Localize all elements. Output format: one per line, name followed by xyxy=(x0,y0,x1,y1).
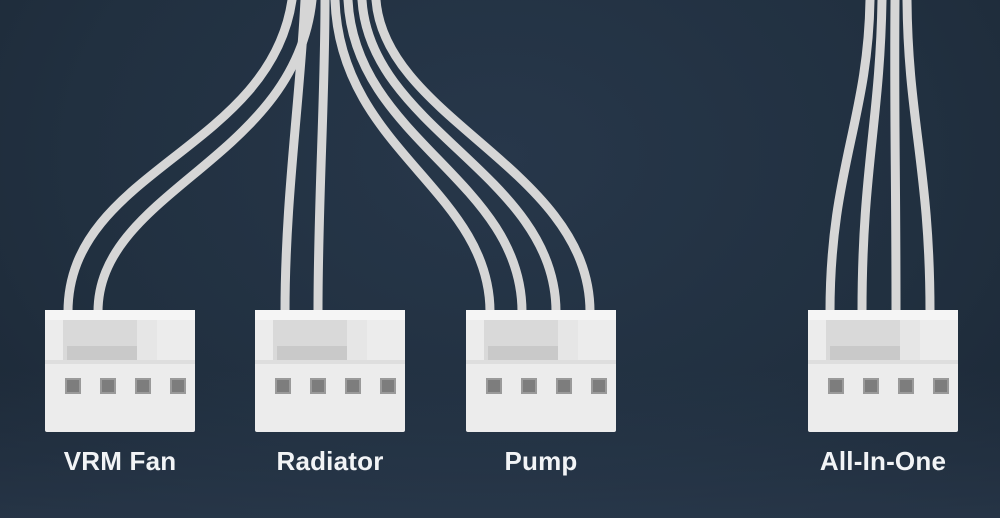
label-radiator: Radiator xyxy=(276,446,384,476)
wire xyxy=(825,0,875,317)
wire xyxy=(63,0,297,317)
connector-housing xyxy=(466,310,616,432)
wire xyxy=(330,0,495,317)
wire xyxy=(343,0,527,317)
wire xyxy=(280,0,310,317)
label-vrm-fan: VRM Fan xyxy=(63,446,177,476)
wire xyxy=(857,0,887,317)
wire xyxy=(313,0,330,317)
wire xyxy=(93,0,317,317)
label-all-in-one: All-In-One xyxy=(819,446,947,476)
wire xyxy=(357,0,561,317)
wire xyxy=(890,0,901,317)
connector-housing xyxy=(808,310,958,432)
label-pump: Pump xyxy=(504,446,578,476)
connector-housing xyxy=(255,310,405,432)
wire xyxy=(371,0,595,317)
connector-housing xyxy=(45,310,195,432)
wire xyxy=(902,0,935,317)
